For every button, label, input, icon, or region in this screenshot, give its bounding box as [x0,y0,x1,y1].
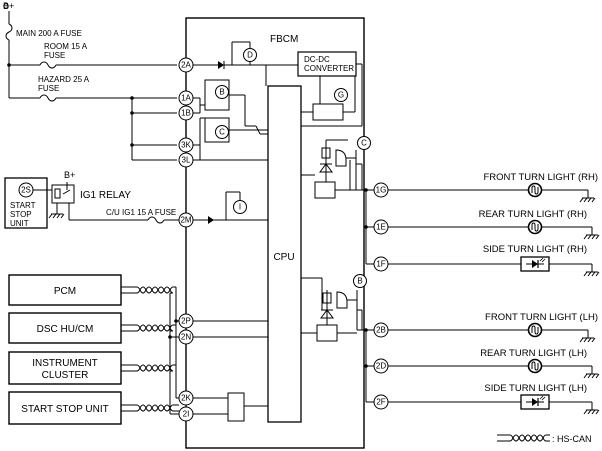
led-icon [520,256,550,272]
twisted-pair-icon [509,434,547,442]
relay-b-plus-label: B+ [64,170,75,180]
cpu-label: CPU [273,252,294,263]
pin-1a: 1A [181,94,191,103]
marker-g: G [338,91,344,100]
power-feed-wires [5,11,177,161]
pin-2f: 2F [376,398,385,407]
fuse-icon [5,23,13,41]
reference-markers: B C D G I C B [215,48,371,288]
can-bus-wires [121,286,179,415]
ssu-label: START STOP UNIT [21,404,108,415]
rear-turn-light-rh-label: REAR TURN LIGHT (RH) [479,209,587,220]
bulb-icon [527,219,543,235]
marker-c-upper: C [219,128,225,137]
dsc-box [8,312,122,344]
dcdc-label-1: DC-DC [304,55,330,64]
dsc-label: DSC HU/CM [37,324,94,335]
ig1-relay-label: IG1 RELAY [80,190,131,201]
ground-icon [48,213,65,219]
ground-icon [583,409,600,415]
front-turn-light-lh-label: FRONT TURN LIGHT (LH) [485,312,598,323]
pin-2n: 2N [181,333,191,342]
hazard-fuse-label-1: HAZARD 25 A [38,75,90,84]
pin-1f: 1F [376,260,385,269]
ground-icon [583,373,600,379]
cpu-block [267,85,302,423]
ground-icon [579,197,596,203]
pin-2b: 2B [376,326,386,335]
cluster-label-1: INSTRUMENT [32,358,98,369]
twisted-pair-icon [136,364,174,372]
light-output-wires [365,189,593,410]
fuse-icon [147,216,165,224]
pin-1e: 1E [376,223,386,232]
marker-d: D [247,51,253,60]
side-turn-light-rh-label: SIDE TURN LIGHT (RH) [483,244,587,255]
pcm-box [8,274,122,306]
pin-2s: 2S [21,186,31,195]
relay-icon [33,182,75,220]
ground-icon [583,271,600,277]
legend: : HS-CAN [497,434,592,444]
pin-3l: 3L [182,156,191,165]
fbcm-title: FBCM [270,34,298,45]
bulb-icon [527,358,543,374]
b-plus-label: B+ [3,1,14,11]
pin-2d: 2D [376,362,386,371]
instrument-cluster-box [8,351,122,385]
cluster-label-2: CLUSTER [42,370,89,381]
bulb-icon [527,182,543,198]
pin-2i: 2I [183,410,190,419]
pin-2k: 2K [181,394,191,403]
fbcm-internal-wires [193,41,374,422]
marker-b-lower: B [357,277,362,286]
pin-3k: 3K [181,141,191,150]
marker-c-right: C [361,139,367,148]
fbcm-right-pins: 1G 1E 1F 2B 2D 2F [373,182,389,410]
pin-2p: 2P [181,317,191,326]
marker-b-upper: B [219,88,224,97]
side-turn-light-lh-label: SIDE TURN LIGHT (LH) [484,383,587,394]
fuse-icon [39,61,57,69]
start-stop-label-2: STOP [10,210,32,219]
fuse-icon [39,94,57,102]
ground-icon [583,234,600,240]
led-icon [520,394,550,410]
pin-2a: 2A [181,61,191,70]
room-fuse-label-2: FUSE [44,51,65,60]
twisted-pair-icon [136,404,174,412]
cu-ig1-fuse-label: C/U IG1 15 A FUSE [106,208,176,217]
main-fuse-label: MAIN 200 A FUSE [16,29,82,38]
legend-hs-can-label: : HS-CAN [552,434,592,444]
start-stop-label-1: START [10,201,36,210]
start-stop-label-3: UNIT [10,219,29,228]
bulb-icon [527,322,543,338]
pin-2m: 2M [180,216,191,225]
twisted-pair-icon [136,286,174,294]
hazard-fuse-label-2: FUSE [38,84,59,93]
rear-turn-light-lh-label: REAR TURN LIGHT (LH) [480,348,587,359]
dcdc-label-2: CONVERTER [304,64,354,73]
front-turn-light-rh-label: FRONT TURN LIGHT (RH) [483,172,598,183]
ground-icon [579,337,596,343]
pcm-label: PCM [54,286,76,297]
twisted-pair-icon [136,324,174,332]
start-stop-unit-module-box [8,391,122,425]
room-fuse-label-1: ROOM 15 A [44,42,88,51]
marker-i: I [239,203,241,212]
pin-1b: 1B [181,109,191,118]
pin-1g: 1G [376,186,387,195]
